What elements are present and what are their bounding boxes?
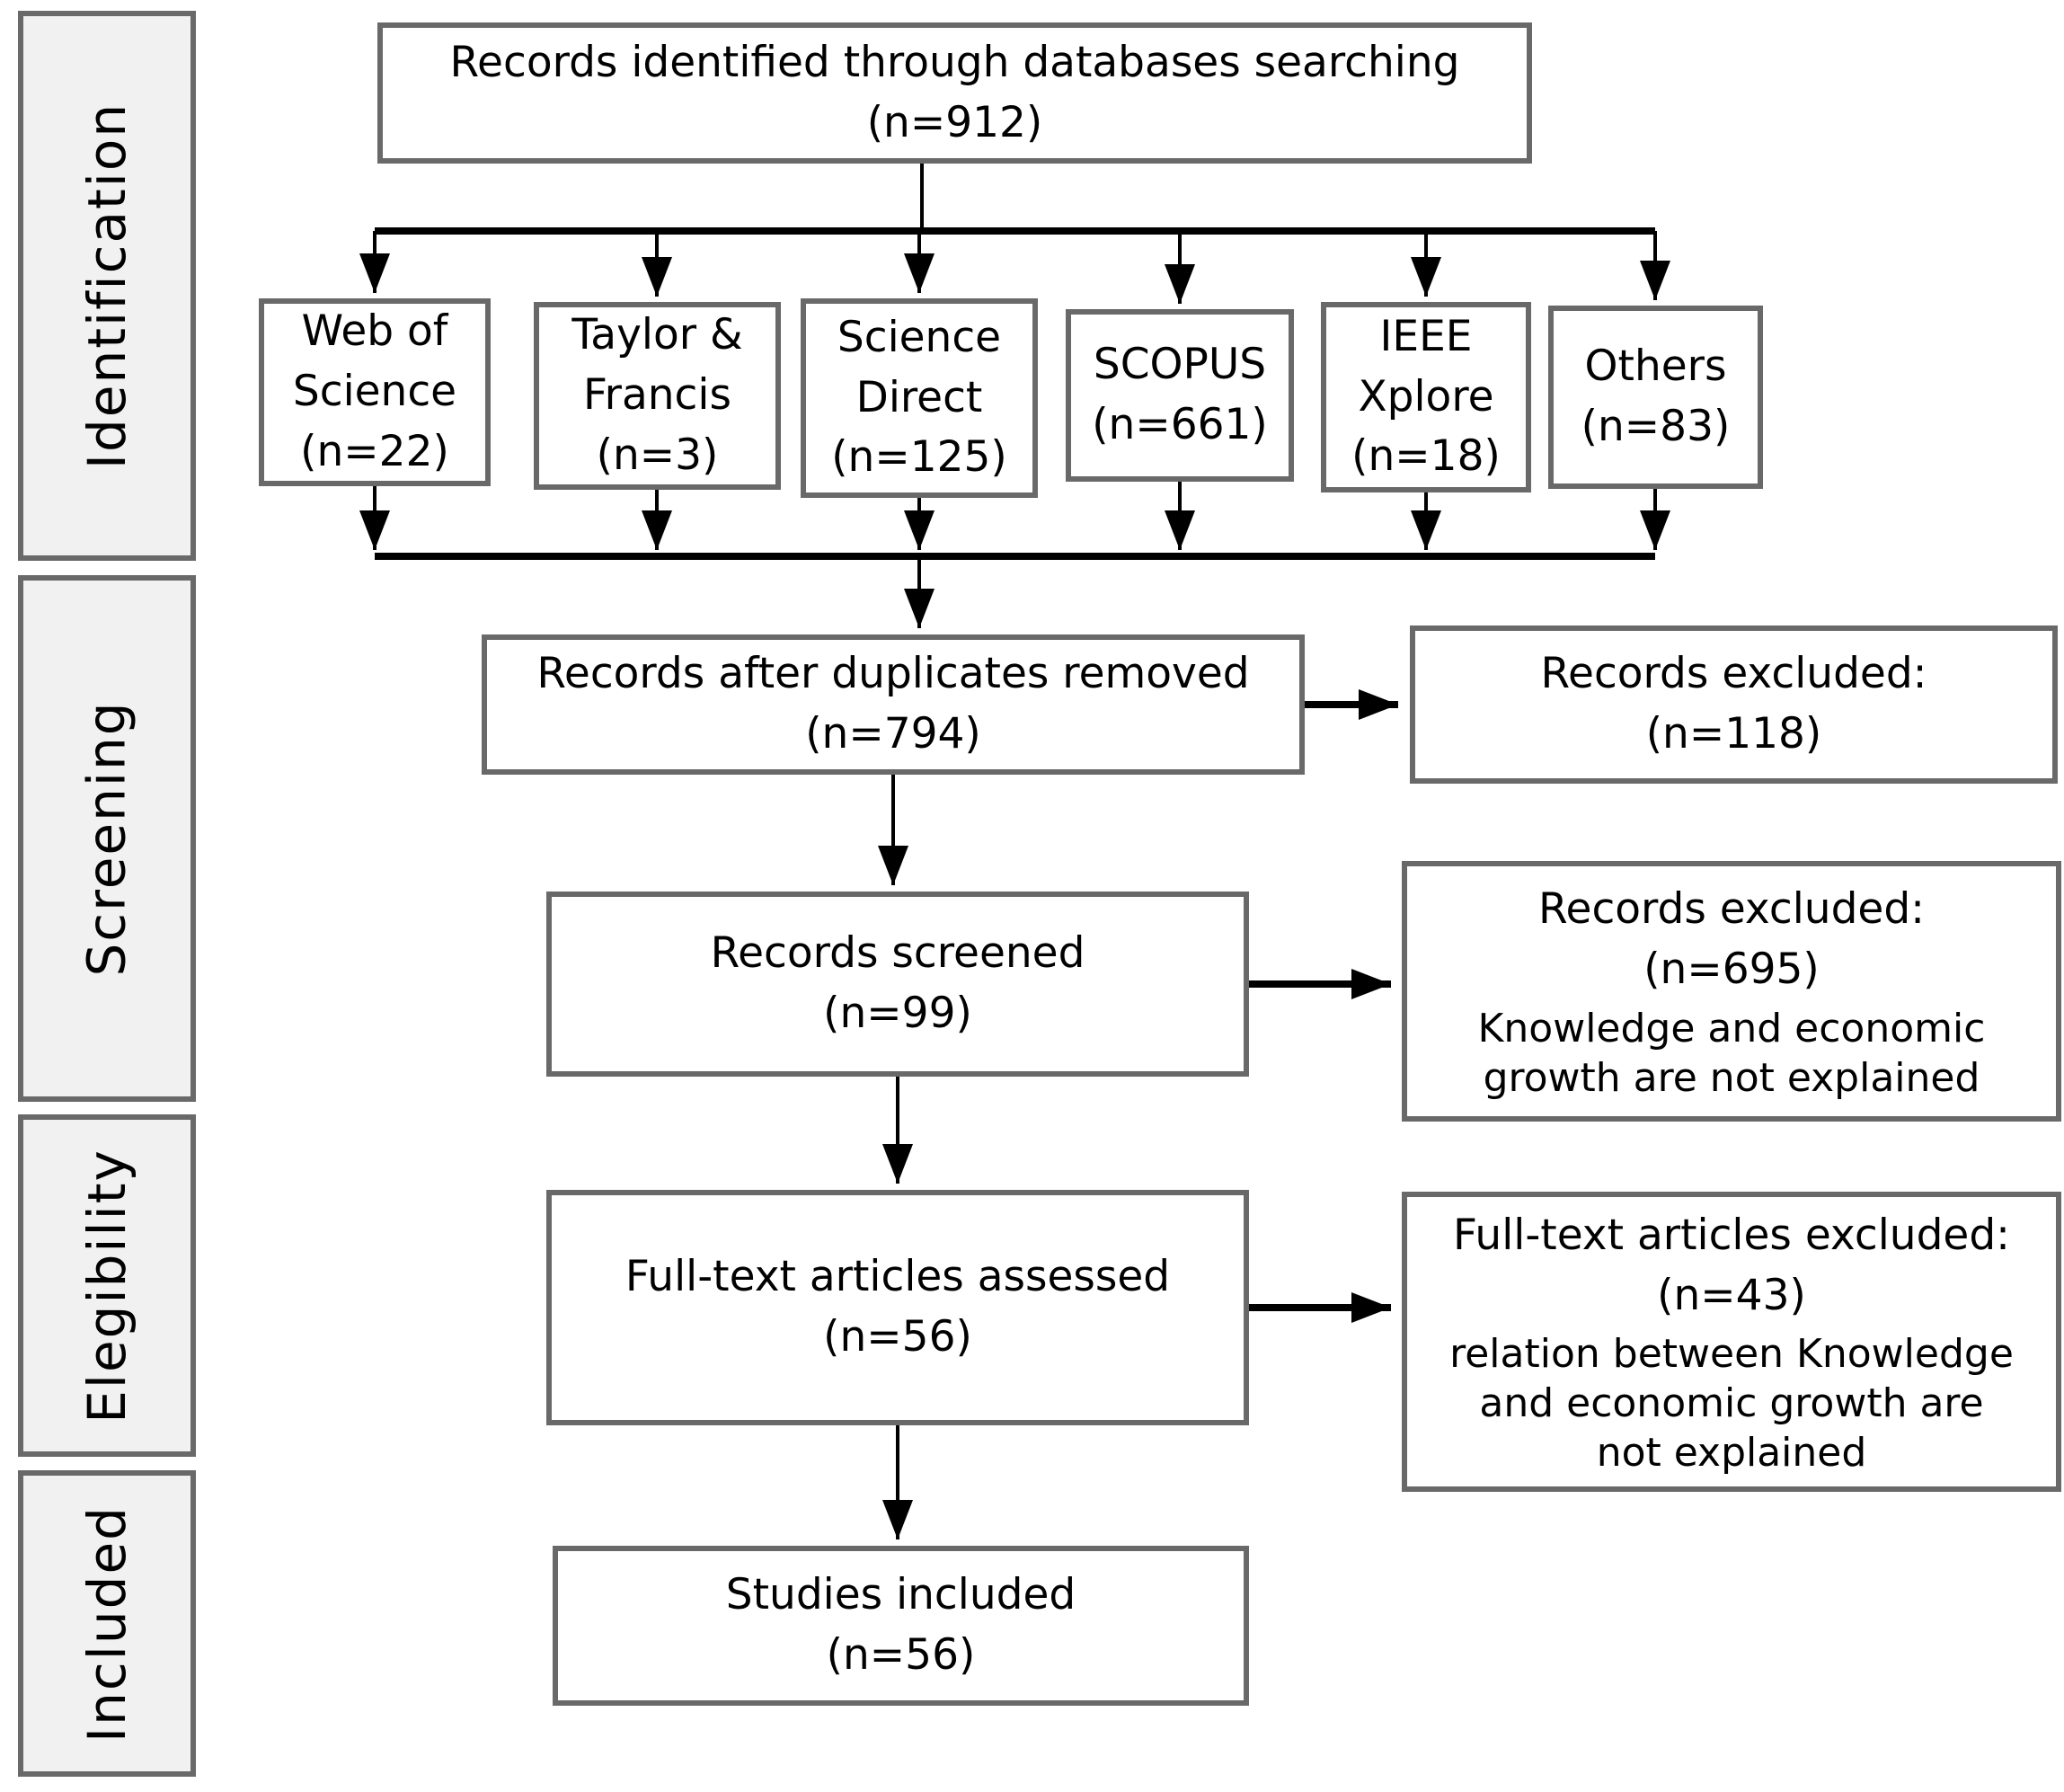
box-title: Records after duplicates removed [536, 649, 1250, 699]
box-database-web-of-science: Web of Science (n=22) [259, 298, 491, 486]
database-name: Taylor & Francis [571, 310, 743, 421]
stage-label-included: Included [76, 1504, 138, 1743]
box-count: (n=99) [823, 989, 972, 1038]
box-database-scopus: SCOPUS (n=661) [1066, 309, 1294, 482]
database-count: (n=661) [1092, 400, 1268, 449]
box-count: (n=43) [1657, 1270, 1806, 1320]
box-records-identified: Records identified through databases sea… [377, 22, 1532, 164]
box-count: (n=56) [826, 1630, 976, 1680]
box-title: Records excluded: [1538, 884, 1925, 935]
box-title: Records excluded: [1540, 649, 1927, 699]
stage-bar-elegibility: Elegibility [18, 1114, 196, 1457]
database-count: (n=3) [596, 430, 719, 480]
box-count: (n=118) [1645, 709, 1822, 758]
box-studies-included: Studies included (n=56) [553, 1546, 1249, 1706]
database-count: (n=125) [831, 432, 1007, 483]
database-count: (n=18) [1351, 431, 1501, 482]
stage-label-elegibility: Elegibility [76, 1148, 138, 1424]
box-note: Knowledge and economic growth are not ex… [1477, 1005, 1986, 1101]
box-note: relation between Knowledge and economic … [1449, 1331, 2014, 1477]
stage-label-identification: Identification [76, 102, 138, 470]
box-title: Full-text articles excluded: [1452, 1210, 2011, 1260]
box-count: (n=56) [823, 1312, 972, 1362]
box-database-taylor-francis: Taylor & Francis (n=3) [534, 302, 781, 490]
database-count: (n=83) [1581, 402, 1731, 451]
database-name: Science Direct [837, 312, 1002, 422]
stage-bar-identification: Identification [18, 11, 196, 561]
box-title: Full-text articles assessed [625, 1252, 1171, 1302]
box-database-science-direct: Science Direct (n=125) [801, 298, 1038, 498]
box-fulltext-articles-excluded: Full-text articles excluded: (n=43) rela… [1402, 1192, 2061, 1492]
box-records-after-duplicates-removed: Records after duplicates removed (n=794) [482, 634, 1305, 775]
box-database-others: Others (n=83) [1548, 306, 1763, 489]
box-count: (n=912) [866, 97, 1043, 147]
stage-bar-screening: Screening [18, 575, 196, 1102]
box-title: Records identified through databases sea… [449, 37, 1460, 87]
box-count: (n=794) [805, 709, 981, 758]
stage-bar-included: Included [18, 1470, 196, 1777]
database-name: SCOPUS [1093, 340, 1267, 390]
database-name: Others [1584, 342, 1727, 392]
box-title: Records screened [710, 928, 1085, 979]
database-name: Web of Science [292, 306, 457, 417]
box-fulltext-articles-assessed: Full-text articles assessed (n=56) [546, 1190, 1249, 1425]
database-count: (n=22) [300, 426, 449, 476]
box-records-excluded-118: Records excluded: (n=118) [1410, 625, 2058, 784]
box-records-excluded-695: Records excluded: (n=695) Knowledge and … [1402, 861, 2061, 1122]
database-name: IEEE Xplore [1358, 311, 1494, 421]
box-title: Studies included [725, 1570, 1076, 1620]
box-records-screened: Records screened (n=99) [546, 892, 1249, 1077]
stage-label-screening: Screening [76, 700, 137, 977]
box-count: (n=695) [1643, 945, 1820, 994]
box-database-ieee-xplore: IEEE Xplore (n=18) [1321, 302, 1531, 492]
